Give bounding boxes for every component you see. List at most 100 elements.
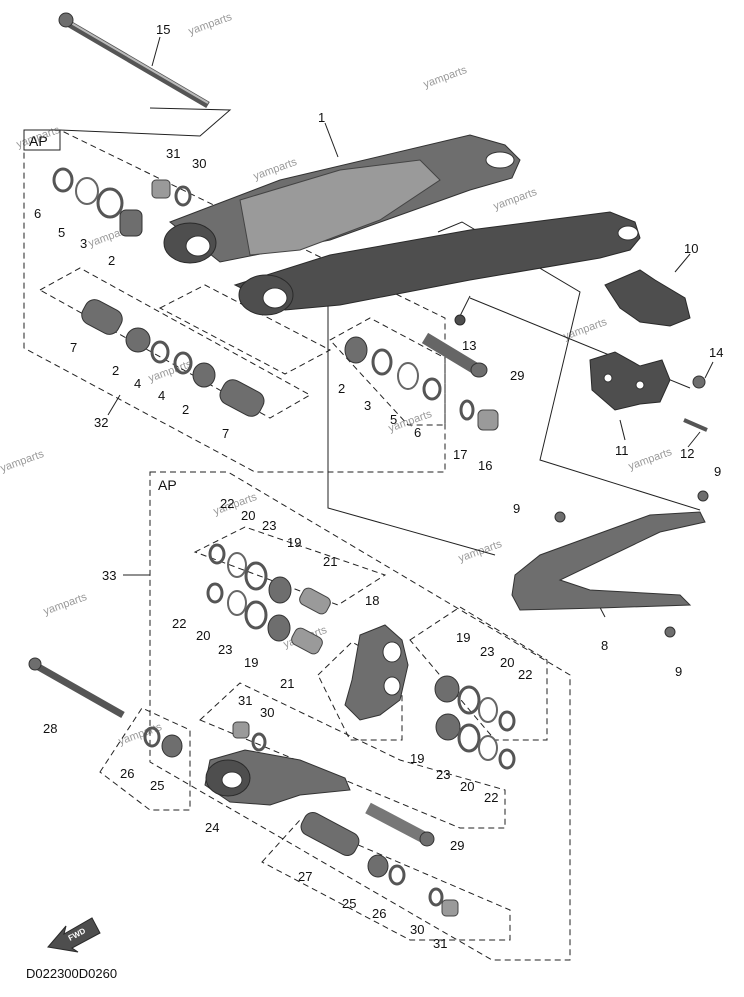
callout-1: 1 — [318, 110, 325, 125]
outline-washer-stack-right — [409, 606, 548, 741]
bushing-27 — [300, 811, 360, 857]
washer-22-c — [498, 710, 516, 732]
seal-6-b — [422, 377, 442, 401]
ring-4-b — [173, 351, 193, 375]
callout-7-a: 7 — [70, 340, 77, 355]
leader-15-box — [59, 107, 232, 137]
bolt-14 — [692, 375, 706, 389]
callout-11: 11 — [615, 443, 629, 458]
swingarm-pivot-upper-bore — [185, 235, 211, 257]
washer-23-b — [244, 600, 268, 630]
callout-6: 6 — [34, 206, 41, 221]
bolt-28-body — [33, 661, 125, 719]
watermark: yamparts — [492, 186, 539, 213]
collar-31 — [151, 179, 171, 199]
chain-slider — [511, 490, 709, 638]
outline-pivot-bushings — [99, 707, 191, 811]
callout-8: 8 — [601, 638, 608, 653]
collar-31-c — [441, 899, 459, 917]
callout-15: 15 — [156, 22, 170, 37]
swingarm-axle-end-upper — [485, 151, 515, 169]
watermarks: yamparts yamparts yamparts yamparts yamp… — [0, 11, 674, 748]
outline-bushing-set-mid — [158, 284, 332, 375]
callout-19-d: 19 — [410, 751, 424, 766]
callout-29-a: 29 — [510, 368, 524, 383]
ring-4-a — [150, 340, 170, 364]
callout-22-b: 22 — [172, 616, 186, 631]
ap-label-lower: AP — [158, 477, 177, 493]
bearing-19-c — [434, 675, 460, 703]
collar-16 — [477, 409, 499, 431]
callout-32: 32 — [94, 415, 108, 430]
leader-10 — [674, 253, 691, 273]
pivot-shaft-highlight — [65, 19, 209, 104]
relay-arm-body — [344, 624, 409, 721]
callout-22-a: 22 — [220, 496, 234, 511]
callout-25-b: 25 — [342, 896, 356, 911]
callout-23-d: 23 — [436, 767, 450, 782]
callout-27: 27 — [298, 869, 312, 884]
connecting-rod-eye-bore — [221, 771, 243, 789]
relay-bolt — [28, 657, 183, 758]
callout-19-b: 19 — [456, 630, 470, 645]
washer-5 — [75, 177, 99, 205]
callout-30: 30 — [192, 156, 206, 171]
callout-2-b: 2 — [112, 363, 119, 378]
callout-20-b: 20 — [196, 628, 210, 643]
callout-3-b: 3 — [364, 398, 371, 413]
nut-13 — [454, 314, 466, 326]
leader-15 — [151, 36, 161, 67]
spacer-29-b-body — [365, 802, 428, 844]
watermark: yamparts — [42, 591, 89, 618]
screw-12 — [683, 418, 708, 432]
upper-left-hardware — [52, 167, 192, 237]
washer-20-b — [227, 590, 247, 616]
callout-17: 17 — [453, 447, 467, 462]
bracket-11-hole-a — [603, 373, 613, 383]
assembly-labels: AP AP — [23, 129, 177, 493]
bushing-7-a — [81, 299, 123, 335]
circlip-3 — [96, 187, 124, 219]
swingarm-cross-brace — [239, 159, 441, 256]
watermark: yamparts — [187, 11, 234, 38]
bearing-19-a — [268, 576, 292, 604]
washer-5-b — [397, 362, 419, 390]
seal-6 — [52, 167, 74, 193]
washer-26-b — [388, 864, 406, 886]
washer-20-c — [478, 697, 498, 723]
screw-9-b — [697, 490, 709, 502]
watermark: yamparts — [422, 64, 469, 91]
diagram-code: D022300D0260 — [26, 966, 117, 981]
bracket-10 — [604, 269, 691, 327]
spacer-21-a — [299, 587, 331, 615]
callout-2-d: 2 — [338, 381, 345, 396]
swingarm-axle-end-lower — [617, 225, 639, 241]
callout-9-b: 9 — [513, 501, 520, 516]
callout-20-a: 20 — [241, 508, 255, 523]
circlip-3-b — [371, 348, 393, 376]
callout-numbers: 15 1 31 30 6 5 3 2 10 13 14 7 2 4 4 2 2 … — [34, 22, 723, 951]
leader-drop — [327, 286, 496, 556]
slider-8 — [511, 511, 706, 611]
pivot-shaft-head — [58, 12, 74, 28]
spacer-21-b — [291, 627, 323, 655]
callout-5-b: 5 — [390, 412, 397, 427]
callout-2-c: 2 — [182, 402, 189, 417]
callout-20-d: 20 — [460, 779, 474, 794]
washer-22-d — [498, 748, 516, 770]
relay-arm-eye-upper — [382, 641, 402, 663]
callout-29-b: 29 — [450, 838, 464, 853]
bearing-2-a — [125, 327, 151, 353]
callout-13: 13 — [462, 338, 476, 353]
callout-33: 33 — [102, 568, 116, 583]
bushing-25-b — [367, 854, 389, 878]
bracket-11-hole-b — [635, 380, 645, 390]
connecting-rod — [204, 721, 435, 847]
chain-guide-brackets — [589, 269, 708, 432]
callout-30-c: 30 — [410, 922, 424, 937]
bushing-25-a — [161, 734, 183, 758]
lower-washer-stack — [206, 543, 331, 655]
callout-20-c: 20 — [500, 655, 514, 670]
callout-31: 31 — [166, 146, 180, 161]
washer-20-a — [227, 552, 247, 578]
